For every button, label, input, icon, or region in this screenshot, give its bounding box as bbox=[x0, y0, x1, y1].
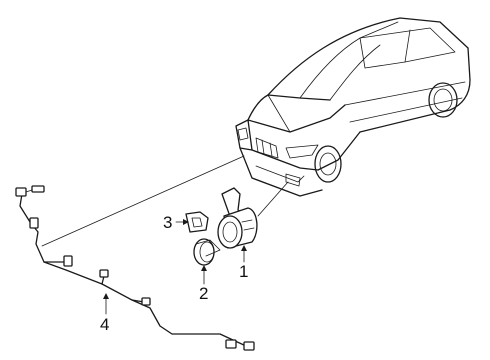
parking-sensor bbox=[217, 187, 258, 249]
callout-2: 2 bbox=[199, 284, 208, 303]
sensor-retainer-ring bbox=[193, 238, 221, 266]
callout-arrows bbox=[103, 219, 247, 315]
sensor-bracket bbox=[185, 211, 209, 233]
callout-1: 1 bbox=[239, 262, 248, 281]
callout-4: 4 bbox=[100, 315, 109, 334]
leader-lines bbox=[41, 155, 289, 247]
sensor-wiring-harness bbox=[15, 185, 255, 351]
vehicle-illustration bbox=[235, 17, 471, 197]
callout-3: 3 bbox=[163, 213, 172, 232]
